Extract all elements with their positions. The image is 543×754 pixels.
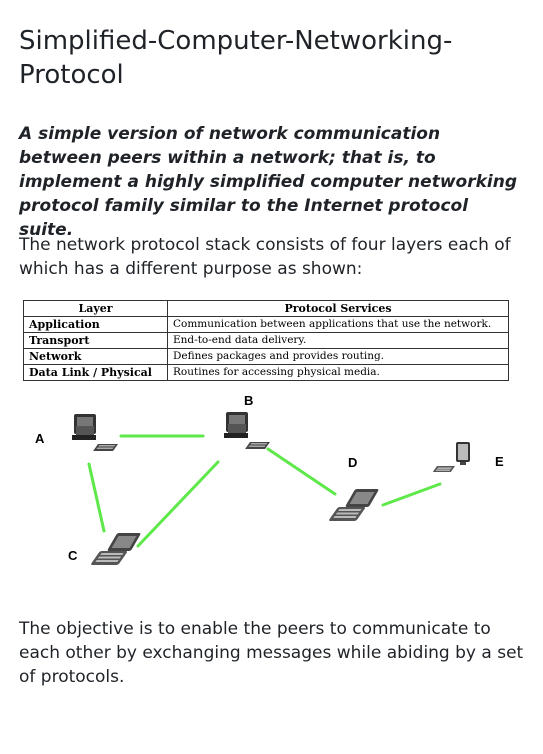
laptop-icon [90,533,142,565]
service-cell: Communication between applications that … [167,316,509,333]
layer-cell: Application [23,316,168,333]
desktop-computer-icon [224,412,270,449]
table-row: Transport End-to-end data delivery. [23,332,509,349]
page-title: Simplified-Computer-Networking-Protocol [19,26,453,90]
node-label-c: C [68,548,78,563]
protocol-stack-table: Layer Protocol Services Application Comm… [23,300,509,381]
node-e: E [432,442,504,472]
column-header-services: Protocol Services [167,300,509,317]
intro-paragraph: The network protocol stack consists of f… [19,235,511,279]
service-cell: Routines for accessing physical media. [167,364,509,381]
node-label-e: E [495,454,504,469]
node-label-d: D [348,455,357,470]
table-row: Data Link / Physical Routines for access… [23,364,509,381]
link-a-c [87,462,106,533]
node-b: B [224,393,270,449]
service-cell: Defines packages and provides routing. [167,348,509,365]
layer-cell: Network [23,348,168,365]
column-header-layer: Layer [23,300,168,317]
network-links [87,434,442,548]
node-d: D [328,455,380,521]
node-label-a: A [35,431,45,446]
table-row: Network Defines packages and provides ro… [23,348,509,365]
link-b-c [136,460,220,548]
service-cell: End-to-end data delivery. [167,332,509,349]
link-d-e [381,482,442,507]
network-diagram: A B C D E [35,393,504,565]
desktop-computer-icon [72,414,118,451]
layer-cell: Transport [23,332,168,349]
link-b-d [266,447,337,496]
table-header-row: Layer Protocol Services [23,300,509,317]
monitor-icon [432,442,470,472]
table-row: Application Communication between applic… [23,316,509,333]
node-c: C [68,533,142,565]
tagline: A simple version of network communicatio… [19,124,517,240]
node-label-b: B [244,393,253,408]
layer-cell: Data Link / Physical [23,364,168,381]
node-a: A [35,414,118,451]
objective-paragraph: The objective is to enable the peers to … [19,619,524,687]
